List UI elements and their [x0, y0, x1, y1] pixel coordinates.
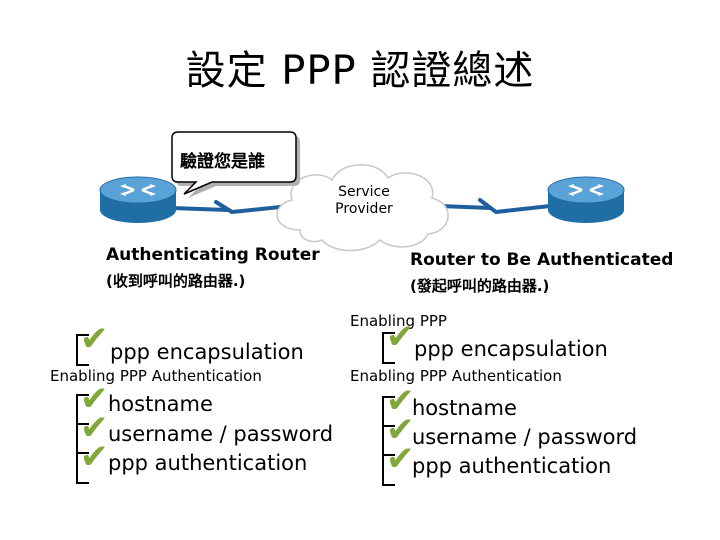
cloud-label: Service Provider — [318, 184, 410, 218]
right-auth-header: Enabling PPP Authentication — [350, 367, 562, 385]
right-encap-command: ppp encapsulation — [414, 337, 608, 361]
checkmark-icon: ✔ — [382, 384, 416, 432]
right-router-icon — [547, 176, 625, 223]
left-router-icon — [99, 176, 177, 223]
page-title: 設定 PPP 認證總述 — [185, 48, 535, 94]
right-router-note: (發起呼叫的路由器.) — [410, 277, 550, 295]
left-auth-command: ppp authentication — [108, 451, 308, 475]
right-username-command: username / password — [412, 425, 638, 449]
cloud-label-line1: Service — [338, 184, 390, 200]
left-auth-header: Enabling PPP Authentication — [50, 367, 262, 385]
checkmark-icon: ✔ — [76, 382, 110, 430]
checkmark-icon: ✔ — [382, 320, 416, 368]
checkmark-icon: ✔ — [76, 322, 110, 370]
serial-link-left — [171, 200, 291, 214]
right-hostname-command: hostname — [412, 396, 517, 420]
checkmark-icon: ✔ — [382, 442, 416, 490]
serial-link-right — [439, 198, 551, 214]
callout-text: 驗證您是誰 — [180, 152, 265, 172]
left-router-note: (收到呼叫的路由器.) — [106, 272, 246, 290]
checkmark-icon: ✔ — [382, 413, 416, 461]
enabling-ppp-label: Enabling PPP — [350, 312, 447, 330]
left-username-command: username / password — [108, 422, 334, 446]
left-encap-command: ppp encapsulation — [110, 340, 304, 364]
callout-bubble — [171, 131, 300, 198]
checkmark-icon: ✔ — [76, 440, 110, 488]
right-router-name: Router to Be Authenticated — [410, 250, 674, 270]
cloud-label-line2: Provider — [335, 201, 393, 217]
left-router-name: Authenticating Router — [106, 245, 320, 265]
right-auth-command: ppp authentication — [412, 454, 612, 478]
left-hostname-command: hostname — [108, 392, 213, 416]
